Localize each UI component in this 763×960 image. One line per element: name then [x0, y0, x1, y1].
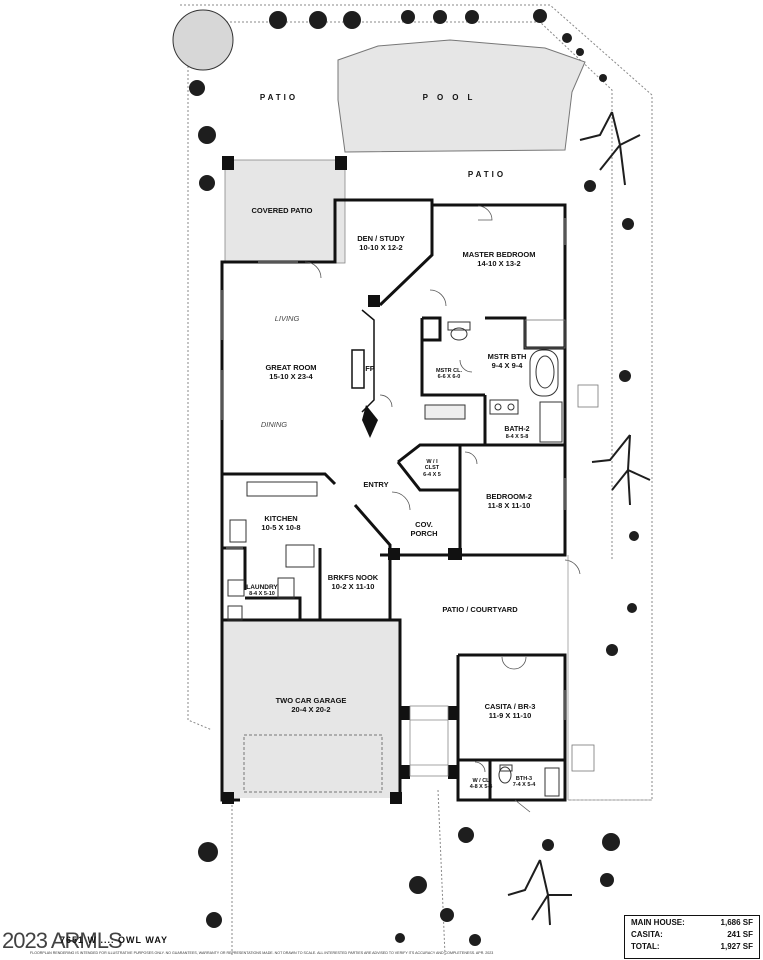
casita-dim: 11-9 X 11-10 — [488, 710, 532, 720]
great-room-name: GREAT ROOM — [265, 363, 317, 372]
brkfs-nook-label: BRKFS NOOK 10-2 X 11-10 — [327, 573, 379, 591]
wicl-name2: CLST — [424, 465, 440, 472]
bedroom2-label: BEDROOM-2 11-8 X 11-10 — [486, 492, 532, 510]
kitchen-name: KITCHEN — [264, 514, 298, 523]
kitchen-dim: 10-5 X 10-8 — [261, 522, 301, 532]
den-dim: 10-10 X 12-2 — [359, 242, 403, 252]
covered-patio — [222, 156, 347, 264]
copyright-watermark: 2023 ARMLS — [2, 928, 123, 953]
patio-right-label: PATIO — [467, 170, 507, 179]
garage-door — [243, 734, 383, 793]
mstr-cl-label: MSTR CL. 6-6 X 6-0 — [436, 368, 462, 381]
total-area-label: TOTAL: — [631, 942, 660, 951]
mstr-cl-dim: 6-6 X 6-0 — [437, 374, 461, 381]
totals-casita-row: CASITA: 241 SF — [625, 930, 759, 940]
doors — [304, 205, 581, 813]
master-bedroom-dim: 14-10 X 13-2 — [477, 258, 521, 268]
bedroom2-name: BEDROOM-2 — [486, 492, 532, 501]
fireplace-label: FP — [365, 364, 375, 373]
area-totals-box: MAIN HOUSE: 1,686 SF CASITA: 241 SF TOTA… — [624, 915, 760, 959]
cov-porch-name2: PORCH — [410, 528, 438, 538]
main-house-value: 1,686 SF — [720, 918, 753, 927]
great-room-label: GREAT ROOM 15-10 X 23-4 — [265, 363, 317, 381]
mstr-bth-name: MSTR BTH — [487, 352, 527, 361]
wall-columns — [222, 295, 462, 804]
den-label: DEN / STUDY 10-10 X 12-2 — [357, 234, 405, 252]
laundry-label: LAUNDRY 8-4 X 5-10 — [246, 584, 278, 598]
fixtures — [227, 321, 563, 797]
wcl3-label: W / CL 4-8 X 5-4 — [470, 778, 493, 791]
casita-label: CASITA / BR-3 11-9 X 11-10 — [484, 702, 536, 720]
pool — [337, 39, 586, 153]
cov-porch-label: COV. PORCH — [410, 520, 438, 538]
rear-patio-edge — [567, 555, 652, 801]
bath2-label: BATH-2 8-4 X 5-8 — [504, 426, 529, 440]
disclaimer-note: FLOORPLAN RENDERING IS INTENDED FOR ILLU… — [30, 951, 494, 955]
main-house-label: MAIN HOUSE: — [631, 918, 685, 927]
great-room-dim: 15-10 X 23-4 — [269, 371, 313, 381]
wicl-name: W / I — [426, 459, 438, 465]
mstr-cl-name: MSTR CL. — [436, 368, 462, 374]
pool-label: POOL — [422, 93, 482, 102]
fireplace — [351, 309, 375, 413]
pads — [524, 319, 599, 772]
total-area-value: 1,927 SF — [720, 942, 753, 951]
walkway — [409, 705, 449, 777]
patio-top-label: PATIO — [259, 93, 299, 102]
brkfs-nook-dim: 10-2 X 11-10 — [331, 581, 375, 591]
site-boundary — [180, 4, 653, 956]
cov-porch-name: COV. — [415, 520, 433, 529]
master-bedroom-label: MASTER BEDROOM 14-10 X 13-2 — [462, 250, 536, 268]
den-name: DEN / STUDY — [357, 234, 405, 243]
wicl-dim: 6-4 X 5 — [423, 471, 441, 478]
fills — [222, 620, 400, 798]
bedroom2-dim: 11-8 X 11-10 — [487, 500, 531, 510]
wcl3-dim: 4-8 X 5-4 — [469, 784, 493, 791]
garage-dim: 20-4 X 20-2 — [291, 704, 331, 714]
master-bedroom-name: MASTER BEDROOM — [462, 250, 536, 259]
dining-label: DINING — [260, 420, 288, 429]
laundry-dim: 8-4 X 5-10 — [249, 591, 275, 598]
bth3-name: BTH-3 — [515, 776, 533, 782]
casita-area-label: CASITA: — [631, 930, 663, 939]
bth3-dim: 7-4 X 5-4 — [512, 782, 536, 789]
landscaping-trees — [172, 9, 651, 926]
bath2-dim: 8-4 X 5-8 — [505, 434, 529, 441]
bth3-label: BTH-3 7-4 X 5-4 — [513, 776, 536, 789]
mstr-bth-label: MSTR BTH 9-4 X 9-4 — [487, 352, 527, 370]
kitchen-label: KITCHEN 10-5 X 10-8 — [261, 514, 301, 532]
living-label: LIVING — [274, 314, 300, 323]
covered-patio-label: COVERED PATIO — [251, 206, 313, 215]
garage-name: TWO CAR GARAGE — [275, 696, 347, 705]
wcl3-name: W / CL — [472, 778, 490, 784]
casita-area-value: 241 SF — [727, 930, 753, 939]
totals-main-row: MAIN HOUSE: 1,686 SF — [625, 918, 759, 928]
entry-label: ENTRY — [363, 480, 389, 489]
patio-courtyard-label: PATIO / COURTYARD — [442, 605, 518, 614]
totals-total-row: TOTAL: 1,927 SF — [625, 942, 759, 952]
garage-label: TWO CAR GARAGE 20-4 X 20-2 — [275, 696, 347, 714]
mstr-bth-dim: 9-4 X 9-4 — [491, 360, 523, 370]
window-marks — [221, 218, 566, 720]
bath2-name: BATH-2 — [504, 426, 530, 433]
landscaping-shrubs — [189, 9, 639, 946]
casita-name: CASITA / BR-3 — [484, 702, 536, 711]
property-address: 7651 W .... OWL WAY — [60, 935, 169, 945]
wicl-label: W / I CLST 6-4 X 5 — [423, 459, 441, 478]
laundry-name: LAUNDRY — [246, 584, 278, 591]
brkfs-nook-name: BRKFS NOOK — [327, 573, 379, 582]
